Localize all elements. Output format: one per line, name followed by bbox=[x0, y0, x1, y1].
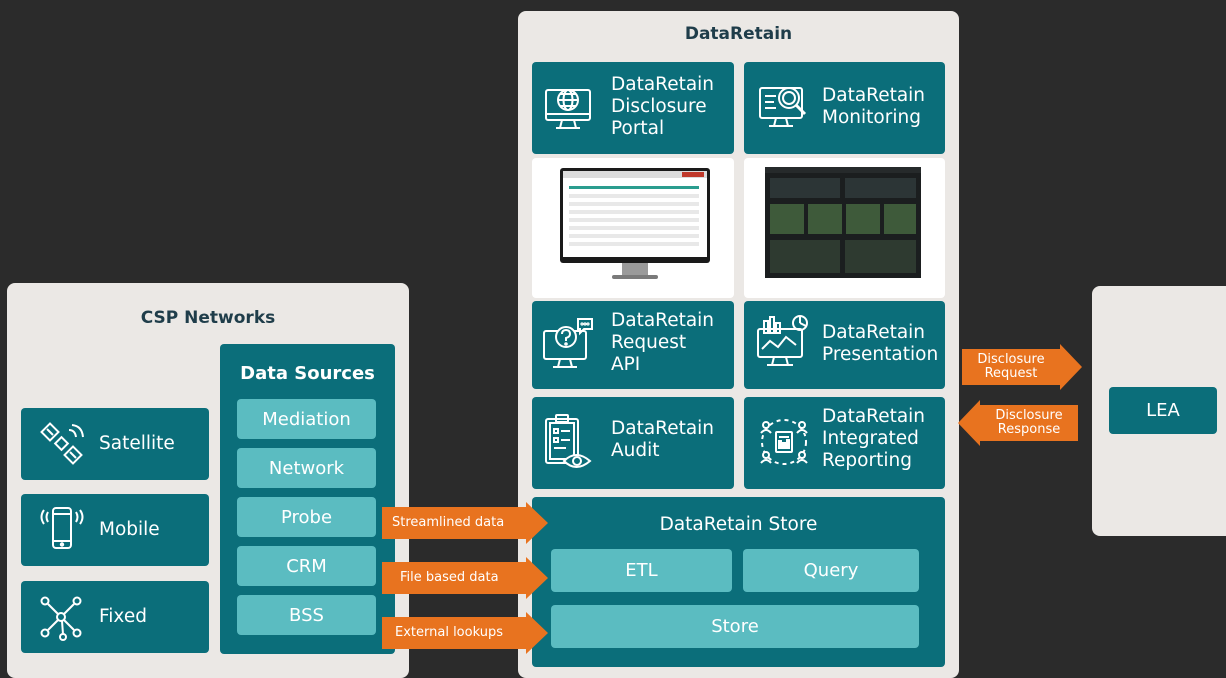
flow-arrow-streamlined: Streamlined data bbox=[382, 502, 550, 548]
data-sources-title: Data Sources bbox=[240, 363, 375, 384]
module-request-api-label: DataRetain Request API bbox=[611, 310, 715, 375]
disclosure-response-arrow: Disclosure Response bbox=[958, 400, 1080, 450]
monitoring-screenshot-image bbox=[744, 158, 945, 298]
csp-networks-title: CSP Networks bbox=[140, 308, 276, 328]
report-users-icon bbox=[756, 413, 812, 471]
network-satellite: Satellite bbox=[21, 408, 209, 480]
dataretain-title: DataRetain bbox=[684, 24, 793, 44]
flow-file-based-label: File based data bbox=[400, 570, 499, 585]
question-monitor-icon bbox=[542, 315, 596, 373]
flow-streamlined-label: Streamlined data bbox=[392, 515, 505, 530]
module-integrated-reporting: DataRetain Integrated Reporting bbox=[744, 397, 945, 489]
network-mobile: Mobile bbox=[21, 494, 209, 566]
module-monitoring: DataRetain Monitoring bbox=[744, 62, 945, 154]
module-request-api: DataRetain Request API bbox=[532, 301, 734, 389]
disclosure-response-label: Disclosure Response bbox=[995, 408, 1063, 437]
network-fixed: Fixed bbox=[21, 581, 209, 653]
module-presentation-label: DataRetain Presentation bbox=[822, 322, 939, 365]
disclosure-request-label: Disclosure Request bbox=[977, 352, 1045, 381]
csp-networks-panel: CSP Networks Satellite bbox=[7, 283, 409, 678]
lea-box: LEA bbox=[1109, 387, 1217, 434]
network-nodes-icon bbox=[37, 593, 85, 641]
module-disclosure-portal-label: DataRetain Disclosure Portal bbox=[611, 74, 715, 139]
lea-panel: LEA bbox=[1092, 286, 1226, 536]
module-integrated-reporting-label: DataRetain Integrated Reporting bbox=[822, 406, 926, 471]
magnifier-monitor-icon bbox=[756, 80, 810, 132]
module-disclosure-portal: DataRetain Disclosure Portal bbox=[532, 62, 734, 154]
dataretain-panel: DataRetain DataRetain Disclosure Portal bbox=[518, 11, 959, 678]
flow-external-lookups-label: External lookups bbox=[395, 625, 503, 640]
portal-screenshot-image bbox=[532, 158, 734, 298]
store-store: Store bbox=[551, 605, 919, 648]
store-query: Query bbox=[743, 549, 919, 592]
satellite-icon bbox=[39, 422, 85, 466]
disclosure-request-arrow: Disclosure Request bbox=[962, 344, 1084, 394]
source-mediation: Mediation bbox=[237, 399, 376, 439]
network-fixed-label: Fixed bbox=[99, 606, 147, 627]
network-mobile-label: Mobile bbox=[99, 519, 160, 540]
module-monitoring-label: DataRetain Monitoring bbox=[822, 85, 926, 128]
source-bss: BSS bbox=[237, 595, 376, 635]
source-network: Network bbox=[237, 448, 376, 488]
module-presentation: DataRetain Presentation bbox=[744, 301, 945, 389]
module-audit: DataRetain Audit bbox=[532, 397, 734, 489]
data-sources-box: Data Sources Mediation Network Probe CRM… bbox=[220, 344, 395, 654]
dataretain-store-title: DataRetain Store bbox=[659, 514, 818, 535]
module-audit-label: DataRetain Audit bbox=[611, 418, 715, 461]
store-etl: ETL bbox=[551, 549, 732, 592]
network-satellite-label: Satellite bbox=[99, 433, 175, 454]
lea-label: LEA bbox=[1146, 400, 1180, 421]
flow-arrow-external-lookups: External lookups bbox=[382, 612, 550, 658]
source-probe: Probe bbox=[237, 497, 376, 537]
source-crm: CRM bbox=[237, 546, 376, 586]
dataretain-store-box: DataRetain Store ETL Query Store bbox=[532, 497, 945, 667]
chart-monitor-icon bbox=[756, 313, 812, 371]
globe-monitor-icon bbox=[542, 82, 594, 132]
flow-arrow-file-based: File based data bbox=[382, 557, 550, 603]
clipboard-eye-icon bbox=[542, 413, 594, 473]
mobile-phone-icon bbox=[37, 504, 87, 554]
